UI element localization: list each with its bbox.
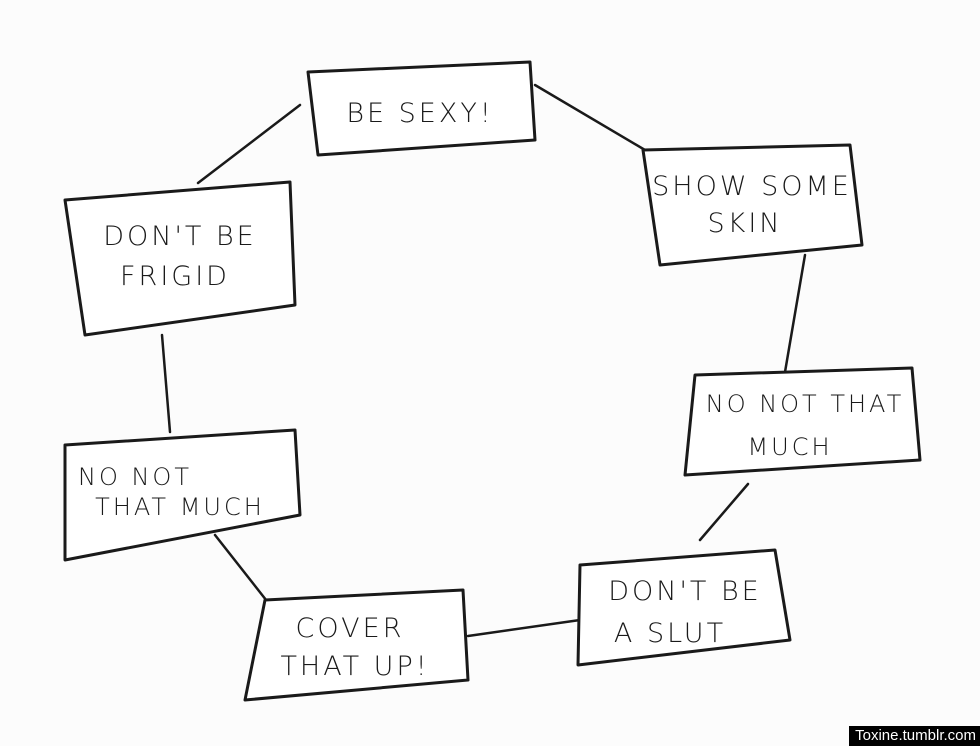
node-no-not-that-much-right: NO NOT THAT MUCH [683,366,922,477]
node-dont-be-frigid: DON'T BE FRIGID [63,180,297,337]
node-no-not-that-much-left: NO NOT THAT MUCH [63,428,302,562]
node-label: DON'T BE [608,576,761,607]
connector-frigid-sexy [196,103,302,185]
connector-cover-notmuch [213,533,272,607]
node-label: DON'T BE [103,221,256,252]
node-label: A SLUT [614,618,726,649]
node-label: MUCH [747,433,832,461]
connector-notmuch-slut [698,482,750,542]
node-label: THAT MUCH [95,493,265,521]
connectors [160,83,807,638]
connector-skin-notmuch [783,253,807,374]
node-show-some-skin: SHOW SOME SKIN [641,143,864,267]
node-dont-be-a-slut: DON'T BE A SLUT [576,548,792,667]
node-label: NO NOT THAT [706,390,905,418]
watermark: Toxine.tumblr.com [849,726,980,746]
node-label: SKIN [707,208,782,239]
node-label: THAT UP! [280,651,429,682]
connector-sexy-skin [533,83,647,152]
connector-notmuch-frigid [160,333,172,434]
node-cover-that-up: COVER THAT UP! [243,588,470,702]
node-label: BE SEXY! [346,98,493,129]
node-label: SHOW SOME [652,171,852,202]
node-label: COVER [296,613,405,644]
node-be-sexy: BE SEXY! [306,60,537,157]
node-label: FRIGID [120,261,230,292]
connector-slut-cover [466,618,582,638]
node-label: NO NOT [78,463,192,491]
